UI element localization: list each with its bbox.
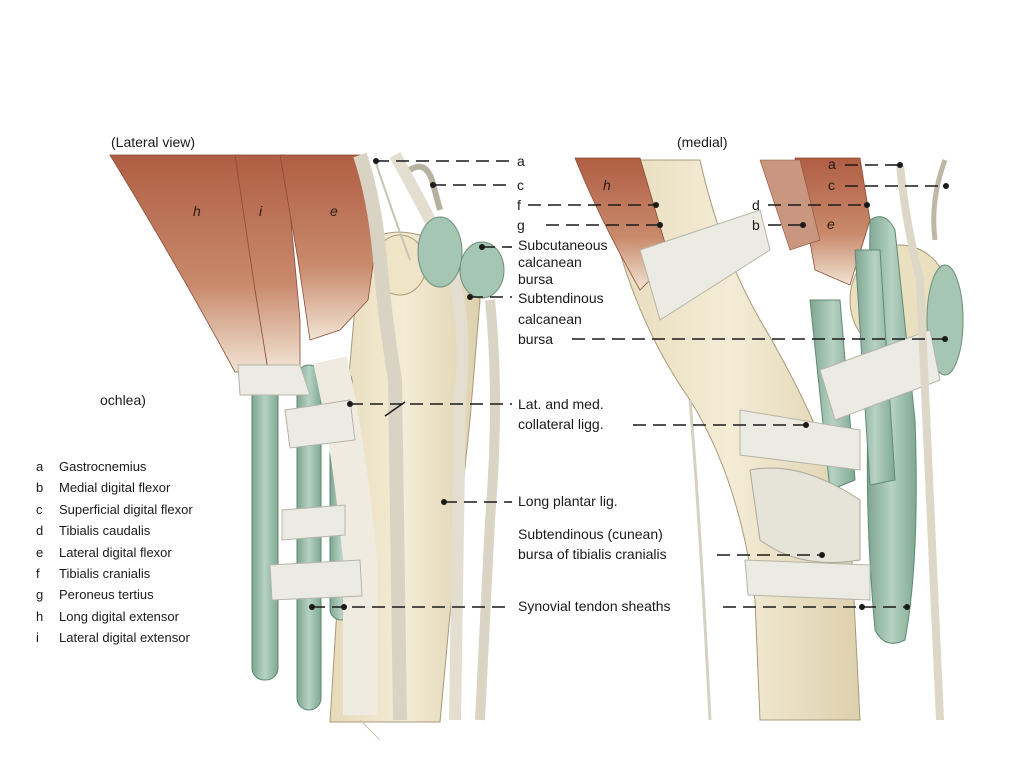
label-long-plantar-lig: Long plantar lig.: [518, 493, 618, 509]
subcutaneous-bursa-lateral: [417, 216, 463, 288]
retinaculum-lateral-1: [237, 364, 311, 396]
medial-view-drawing: [574, 157, 964, 721]
legend-key: a: [36, 459, 44, 474]
retinaculum-lateral-4: [269, 559, 363, 601]
lateral-view-drawing: [109, 152, 505, 741]
sheath-lateral-1: [251, 369, 279, 681]
legend-key: f: [36, 565, 40, 581]
callout-g: g: [517, 217, 525, 233]
subtendinous-bursa-lateral: [459, 241, 505, 299]
tag-e-medial: e: [827, 216, 835, 232]
label-synovial-tendon-sheaths: Synovial tendon sheaths: [518, 598, 671, 614]
callout-c-medial: c: [828, 177, 835, 193]
legend-key: d: [36, 523, 44, 539]
legend-name: Gastrocnemius: [59, 459, 147, 474]
label-subcutaneous-bursa-2: calcanean: [518, 254, 582, 270]
heading-medial-view: (medial): [677, 134, 728, 150]
label-subtendinous-bursa-1: Subtendinous: [518, 290, 604, 306]
tag-e-lateral: e: [330, 203, 338, 219]
legend-key: i: [36, 630, 39, 646]
label-collateral-ligg-2: collateral ligg.: [518, 416, 604, 432]
label-collateral-ligg-1: Lat. and med.: [518, 396, 604, 412]
legend-name: Lateral digital flexor: [59, 544, 172, 560]
cunean-ligament: [749, 467, 861, 563]
legend-name: Long digital extensor: [59, 608, 179, 624]
retinaculum-medial-4: [744, 559, 871, 601]
label-subcutaneous-bursa-3: bursa: [518, 271, 554, 287]
label-subcutaneous-bursa-1: Subcutaneous: [518, 237, 608, 253]
callout-f: f: [517, 197, 521, 213]
tag-i-lateral: i: [259, 203, 263, 219]
callout-c: c: [517, 177, 524, 193]
callout-a-medial: a: [828, 156, 836, 172]
heading-lateral-view: (Lateral view): [111, 134, 196, 150]
leader-lines: [309, 158, 949, 610]
legend-name: Lateral digital extensor: [59, 630, 190, 646]
legend-name: Tibialis cranialis: [59, 565, 151, 581]
label-cunean-bursa-2: bursa of tibialis cranialis: [518, 546, 667, 562]
retinaculum-lateral-2: [284, 399, 356, 449]
label-cunean-bursa-1: Subtendinous (cunean): [518, 526, 663, 542]
legend-name: Medial digital flexor: [59, 480, 171, 496]
legend-key: h: [36, 608, 44, 624]
legend-key: c: [36, 501, 43, 517]
legend-key: g: [36, 587, 44, 603]
retinaculum-medial-1: [639, 209, 771, 321]
tag-h-lateral: h: [193, 203, 201, 219]
subtendinous-bursa-medial: [926, 264, 964, 376]
retinaculum-lateral-3: [281, 504, 346, 541]
label-subtendinous-bursa-3: bursa: [518, 331, 554, 347]
label-subtendinous-bursa-2: calcanean: [518, 311, 582, 327]
callout-a: a: [517, 153, 525, 169]
legend-key: e: [36, 544, 44, 560]
cropped-label-fragment: ochlea): [100, 392, 146, 408]
legend-name: Superficial digital flexor: [59, 501, 193, 517]
retinaculum-medial-3: [819, 329, 941, 421]
legend-name: Tibialis caudalis: [59, 523, 151, 539]
callout-d-medial: d: [752, 197, 760, 213]
tag-h-medial: h: [603, 177, 611, 193]
callout-b-medial: b: [752, 217, 760, 233]
legend-name: Peroneus tertius: [59, 587, 154, 603]
legend-key: b: [36, 480, 44, 496]
retinaculum-medial-2: [739, 409, 861, 471]
